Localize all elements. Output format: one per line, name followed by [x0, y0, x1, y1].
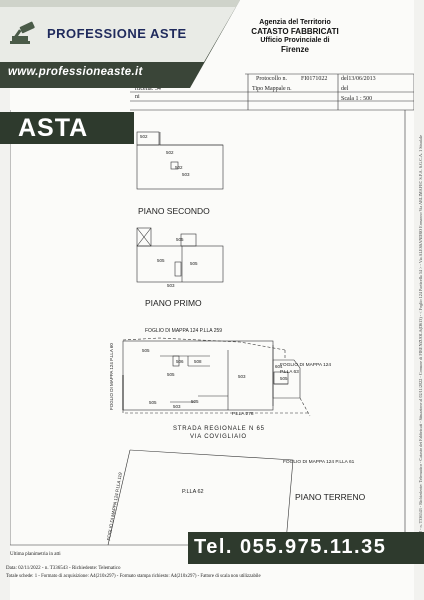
plla63-label: P.LLA 63 — [280, 370, 299, 375]
banner-background — [0, 0, 240, 88]
strada-label: STRADA REGIONALE N 65 — [173, 426, 265, 432]
sub-505-label: 505 — [157, 258, 165, 263]
sub-503-label: 503 — [173, 404, 181, 409]
foglio-bottom-right-label: FOGLIO DI MAPPA 124 P.LLA 61 — [283, 460, 355, 465]
sub-503-label: 503 — [167, 283, 175, 288]
ufficio-line: Ufficio Provinciale di — [260, 37, 330, 44]
sub-505-label: 505 — [190, 261, 198, 266]
foglio-left-label: FOGLIO DI MAPPA 124 P.LLA 60 — [109, 343, 114, 410]
agency-line: Agenzia del Territorio — [259, 19, 331, 26]
via-label: VIA COVIGLIAIO — [190, 434, 247, 440]
sub-505-label: 505 — [191, 399, 199, 404]
plla62-label: P.LLA 62 — [182, 489, 204, 495]
floor-plan-drawing — [10, 73, 414, 546]
tipo-mappale-label: Tipo Mappale n. — [252, 86, 292, 92]
sub-505-label: 505 — [176, 237, 184, 242]
catasto-line: CATASTO FABBRICATI — [251, 27, 339, 36]
piano-secondo-label: PIANO SECONDO — [138, 206, 210, 216]
sub-505-label: 505 — [167, 372, 175, 377]
side-note: Data: 02/11/2022 - n. T336543 - Richiede… — [418, 134, 424, 560]
particella-field: rticella: 54 — [135, 86, 161, 92]
ultima-planimetria: Ultima planimetria in atti — [10, 552, 61, 557]
gavel-icon — [10, 21, 35, 44]
site-url[interactable]: www.professioneaste.it — [8, 66, 143, 78]
tipo-mappale-date: del — [341, 86, 349, 92]
foglio-right-label: FOGLIO DI MAPPA 124 — [280, 363, 332, 368]
sub-503-label: 503 — [238, 374, 246, 379]
sub-502-label: 502 — [166, 150, 174, 155]
sub-503-label: 503 — [182, 172, 190, 177]
sub-604-label: 604 — [275, 364, 283, 369]
sub-502-label: 502 — [175, 165, 183, 170]
foglio-top-label: FOGLIO DI MAPPA 124 P.LLA 259 — [145, 328, 223, 334]
sub-506-label: 506 — [176, 359, 184, 364]
phone-badge[interactable]: Tel. 055.975.11.35 — [188, 532, 424, 564]
protocollo-value: FI0171022 — [301, 76, 328, 82]
sub-505-label: 505 — [142, 348, 150, 353]
professione-aste-banner: PROFESSIONE ASTE www.professioneaste.it — [0, 0, 240, 88]
city-line: Firenze — [280, 45, 309, 54]
piano-primo-label: PIANO PRIMO — [145, 298, 202, 308]
sub-508-label: 508 — [194, 359, 202, 364]
agency-header: Agenzia del Territorio CATASTO FABBRICAT… — [235, 18, 355, 54]
scala-field: Scala 1 : 500 — [341, 96, 373, 102]
phone-number[interactable]: Tel. 055.975.11.35 — [194, 536, 387, 558]
protocollo-label: Protocollo n. — [256, 76, 287, 82]
sub-502-label: 502 — [140, 134, 148, 139]
piano-terreno-label: PIANO TERRENO — [295, 492, 366, 502]
plla278-label: P.LLA 278 — [232, 412, 254, 417]
ni-field: ni — [135, 94, 140, 100]
totale-line: Totale schede: 1 - Formato di acquisizio… — [6, 574, 261, 579]
sub-505-label: 505 — [149, 400, 157, 405]
planimetry-sheet: Agenzia del Territorio CATASTO FABBRICAT… — [6, 0, 423, 600]
side-note-text: Data: 02/11/2022 - n. T336543 - Richiede… — [418, 134, 423, 560]
protocollo-date: del13/06/2013 — [341, 76, 376, 82]
asta-text: ASTA — [18, 114, 89, 142]
data-line: Data: 02/11/2022 - n. T336543 - Richiede… — [6, 566, 121, 571]
asta-badge: ASTA — [0, 112, 134, 144]
sub-505-label: 505 — [280, 376, 288, 381]
brand-name: PROFESSIONE ASTE — [47, 26, 187, 41]
